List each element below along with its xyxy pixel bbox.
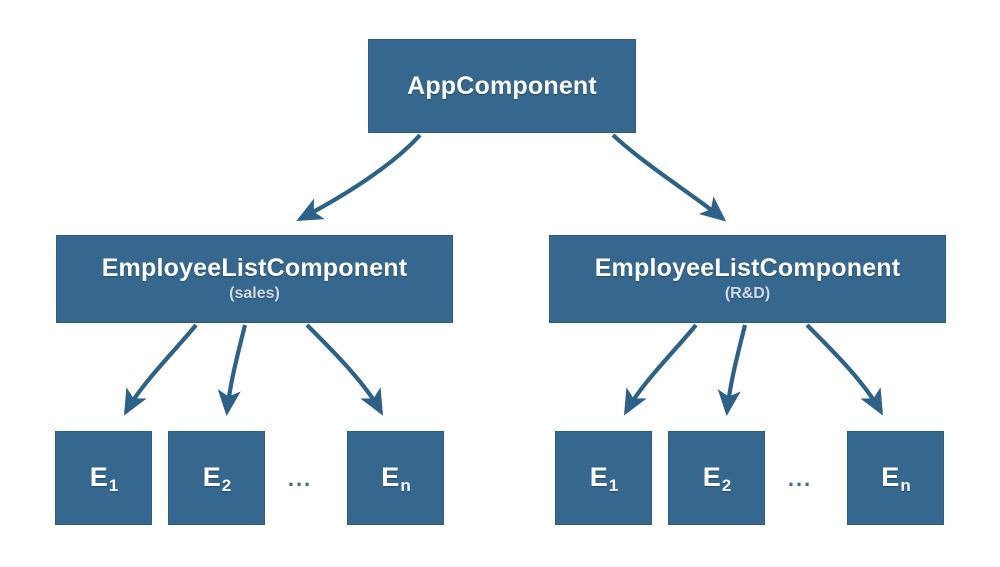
node-employee-left-2-label: E2 xyxy=(202,462,232,496)
node-employee-list-component-rnd-label: EmployeeListComponent xyxy=(594,254,901,283)
ellipsis-right: ... xyxy=(787,466,813,491)
node-employee-right-n-label: En xyxy=(881,462,911,496)
edge-app-to-sales xyxy=(296,133,422,221)
node-employee-list-component-sales-sublabel: (sales) xyxy=(229,285,280,303)
edge-rnd-to-e1 xyxy=(623,323,698,416)
node-employee-left-n-label: En xyxy=(381,462,411,496)
node-employee-right-n[interactable]: En xyxy=(847,431,944,525)
edge-sales-to-e2 xyxy=(217,324,248,417)
edge-app-to-rnd xyxy=(611,133,727,222)
node-employee-left-2[interactable]: E2 xyxy=(168,431,265,525)
node-employee-right-1[interactable]: E1 xyxy=(555,431,652,525)
node-employee-list-component-rnd[interactable]: EmployeeListComponent (R&D) xyxy=(549,235,946,323)
node-employee-right-1-label: E1 xyxy=(589,462,619,496)
node-app-component-label: AppComponent xyxy=(407,71,597,100)
edge-rnd-to-e2 xyxy=(717,324,748,417)
node-employee-left-1[interactable]: E1 xyxy=(55,431,152,525)
ellipsis-left: ... xyxy=(287,466,313,491)
node-employee-list-component-rnd-sublabel: (R&D) xyxy=(724,285,771,303)
node-employee-left-1-label: E1 xyxy=(89,462,119,496)
edge-sales-to-e1 xyxy=(123,323,198,416)
node-employee-left-n[interactable]: En xyxy=(347,431,444,525)
edge-sales-to-en xyxy=(305,323,384,416)
node-employee-list-component-sales[interactable]: EmployeeListComponent (sales) xyxy=(56,235,453,323)
node-app-component[interactable]: AppComponent xyxy=(368,39,636,133)
node-employee-list-component-sales-label: EmployeeListComponent xyxy=(101,254,408,283)
node-employee-right-2[interactable]: E2 xyxy=(668,431,765,525)
node-employee-right-2-label: E2 xyxy=(702,462,732,496)
edge-rnd-to-en xyxy=(805,323,884,416)
